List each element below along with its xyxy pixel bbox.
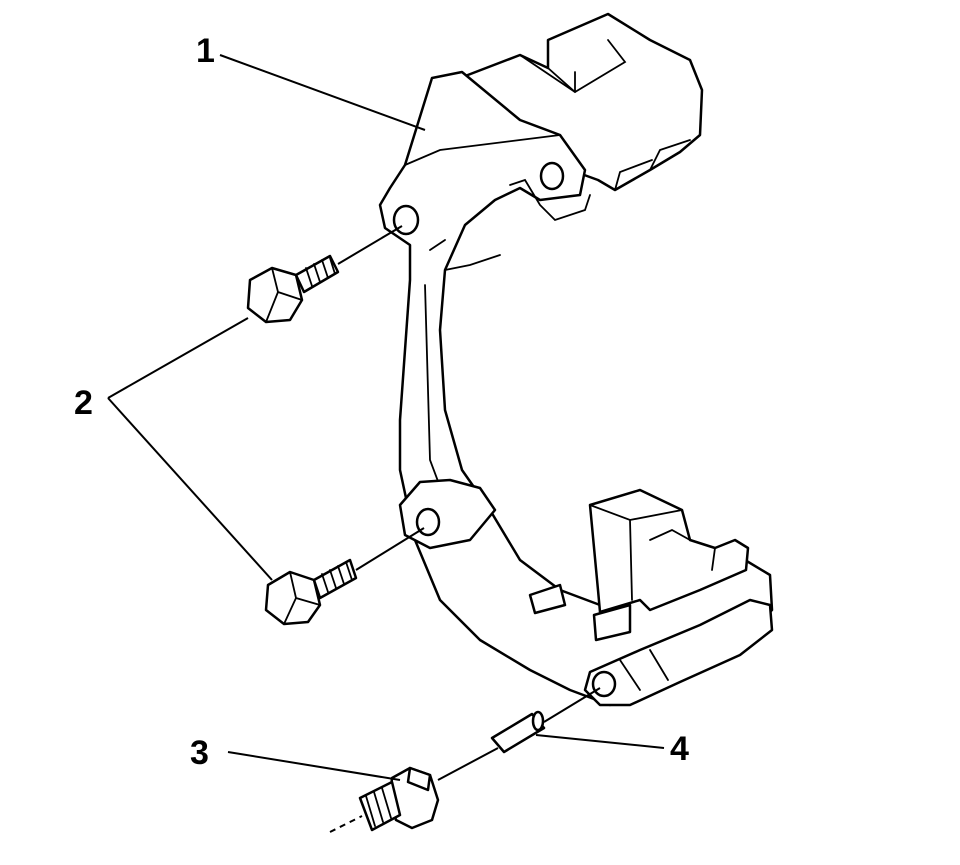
- callout-1: 1: [196, 32, 215, 70]
- lower-bracket-bolt: [264, 558, 358, 626]
- upper-bracket-bolt: [246, 254, 340, 324]
- caliper-bracket: [378, 12, 774, 707]
- callout-4: 4: [670, 730, 689, 768]
- guide-pin-sleeve: [490, 710, 546, 754]
- lower-guide-pin-hole: [591, 670, 617, 698]
- leader-lines: [107, 54, 665, 781]
- callout-2: 2: [74, 384, 93, 422]
- upper-guide-pin-hole: [539, 161, 565, 191]
- bracket-arm: [378, 70, 774, 707]
- callout-3: 3: [190, 734, 209, 772]
- guide-pin-bolt: [358, 766, 440, 832]
- assembly-center-lines: [329, 225, 601, 833]
- upper-mount-hole: [392, 204, 420, 236]
